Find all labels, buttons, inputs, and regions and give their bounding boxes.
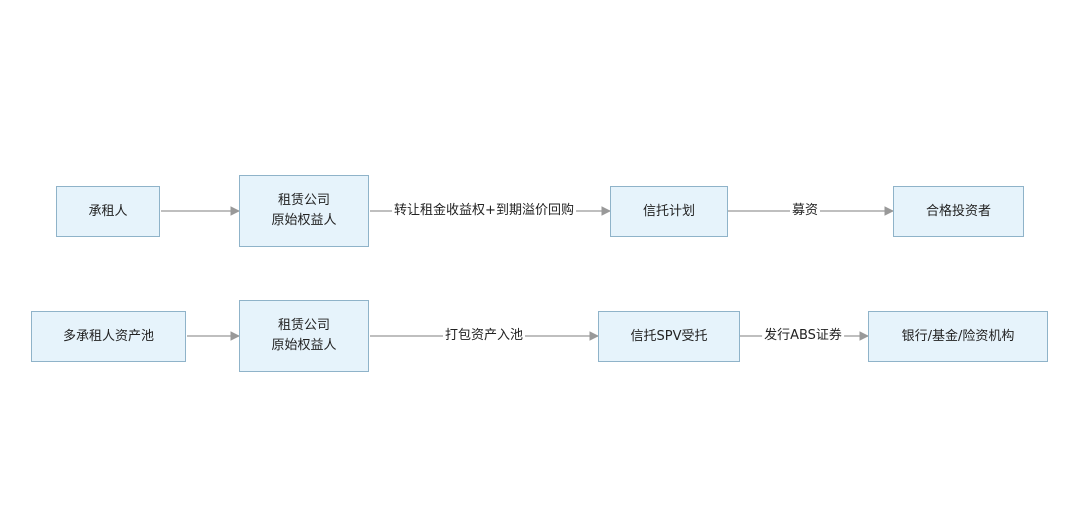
node-label: 信托SPV受托 — [630, 328, 708, 344]
node-label: 租赁公司 — [277, 318, 330, 333]
node-label: 租赁公司 — [277, 193, 330, 208]
node-label: 多承租人资产池 — [62, 328, 154, 344]
node-leasing-company: 租赁公司 原始权益人 — [239, 175, 369, 247]
node-trust-plan: 信托计划 — [610, 186, 728, 237]
node-lessee: 承租人 — [56, 186, 160, 237]
edge-label-fundraise: 募资 — [789, 203, 821, 219]
node-trust-spv: 信托SPV受托 — [598, 311, 740, 362]
node-label: 原始权益人 — [271, 338, 337, 353]
edge-label-pool: 打包资产入池 — [442, 328, 526, 344]
node-label: 原始权益人 — [271, 213, 337, 228]
node-label: 银行/基金/险资机构 — [901, 328, 1015, 344]
node-label: 信托计划 — [642, 203, 695, 219]
node-asset-pool: 多承租人资产池 — [31, 311, 186, 362]
node-label: 承租人 — [88, 203, 128, 219]
node-leasing-company: 租赁公司 原始权益人 — [239, 300, 369, 372]
node-qualified-investors: 合格投资者 — [893, 186, 1024, 237]
node-institutions: 银行/基金/险资机构 — [868, 311, 1048, 362]
edge-label-transfer: 转让租金收益权+到期溢价回购 — [392, 203, 576, 219]
edge-label-issue-abs: 发行ABS证券 — [762, 328, 844, 344]
node-label: 合格投资者 — [925, 203, 991, 219]
